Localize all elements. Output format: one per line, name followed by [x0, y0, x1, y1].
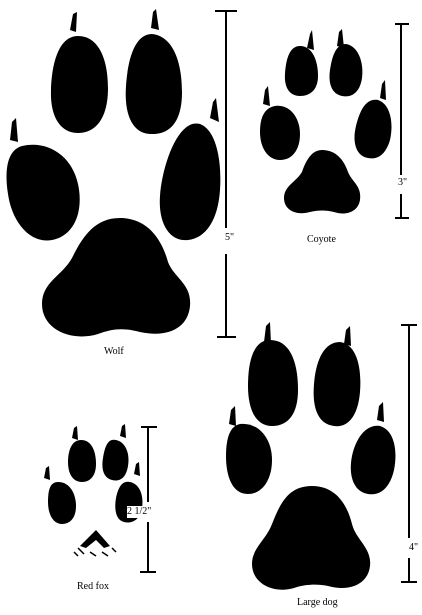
dog-toe-4 [351, 426, 396, 494]
coyote-toe-3 [260, 106, 300, 160]
coyote-label: Coyote [307, 235, 336, 245]
coyote-nail-3 [263, 86, 270, 106]
red-fox-print [44, 424, 143, 556]
wolf-nail-3 [10, 118, 18, 142]
wolf-measure-text: 5" [225, 232, 234, 244]
large-dog-label: Large dog [297, 598, 338, 608]
wolf-nail-1 [70, 12, 77, 32]
coyote-print [260, 29, 392, 214]
fox-nail-2 [120, 424, 126, 438]
fox-nail-3 [44, 466, 50, 480]
wolf-nail-4 [210, 98, 219, 122]
large-dog-print [226, 322, 395, 590]
dog-toe-2 [314, 342, 361, 426]
coyote-measure-text: 3" [398, 177, 407, 189]
dog-pad [252, 486, 370, 590]
red-fox-measure [140, 427, 157, 572]
coyote-nail-4 [380, 80, 386, 100]
dog-toe-1 [248, 340, 298, 426]
wolf-toe-3 [7, 145, 80, 241]
wolf-toe-4 [160, 123, 221, 240]
fox-toe-1 [68, 440, 96, 482]
dog-nail-4 [377, 402, 384, 422]
wolf-nail-2 [151, 9, 159, 30]
fox-pad-stipple [74, 548, 116, 556]
fox-toe-3 [48, 482, 76, 524]
wolf-toe-1 [51, 36, 108, 133]
fox-pad [80, 530, 110, 548]
fox-toe-2 [102, 440, 128, 481]
dog-toe-3 [226, 424, 272, 494]
dog-nail-3 [229, 406, 236, 426]
red-fox-measure-text: 2 1/2" [127, 506, 151, 518]
coyote-nail-1 [307, 30, 314, 50]
dog-nail-2 [344, 326, 351, 346]
fox-nail-4 [134, 462, 140, 476]
large-dog-measure-text: 4" [409, 542, 418, 554]
wolf-toe-2 [126, 34, 182, 134]
wolf-print [7, 9, 221, 336]
coyote-toe-1 [285, 46, 318, 96]
fox-nail-1 [72, 426, 78, 440]
coyote-pad [284, 150, 360, 214]
red-fox-label: Red fox [77, 582, 109, 592]
coyote-toe-2 [330, 44, 363, 96]
coyote-toe-4 [355, 100, 392, 159]
wolf-pad [42, 218, 190, 336]
wolf-label: Wolf [104, 347, 124, 357]
